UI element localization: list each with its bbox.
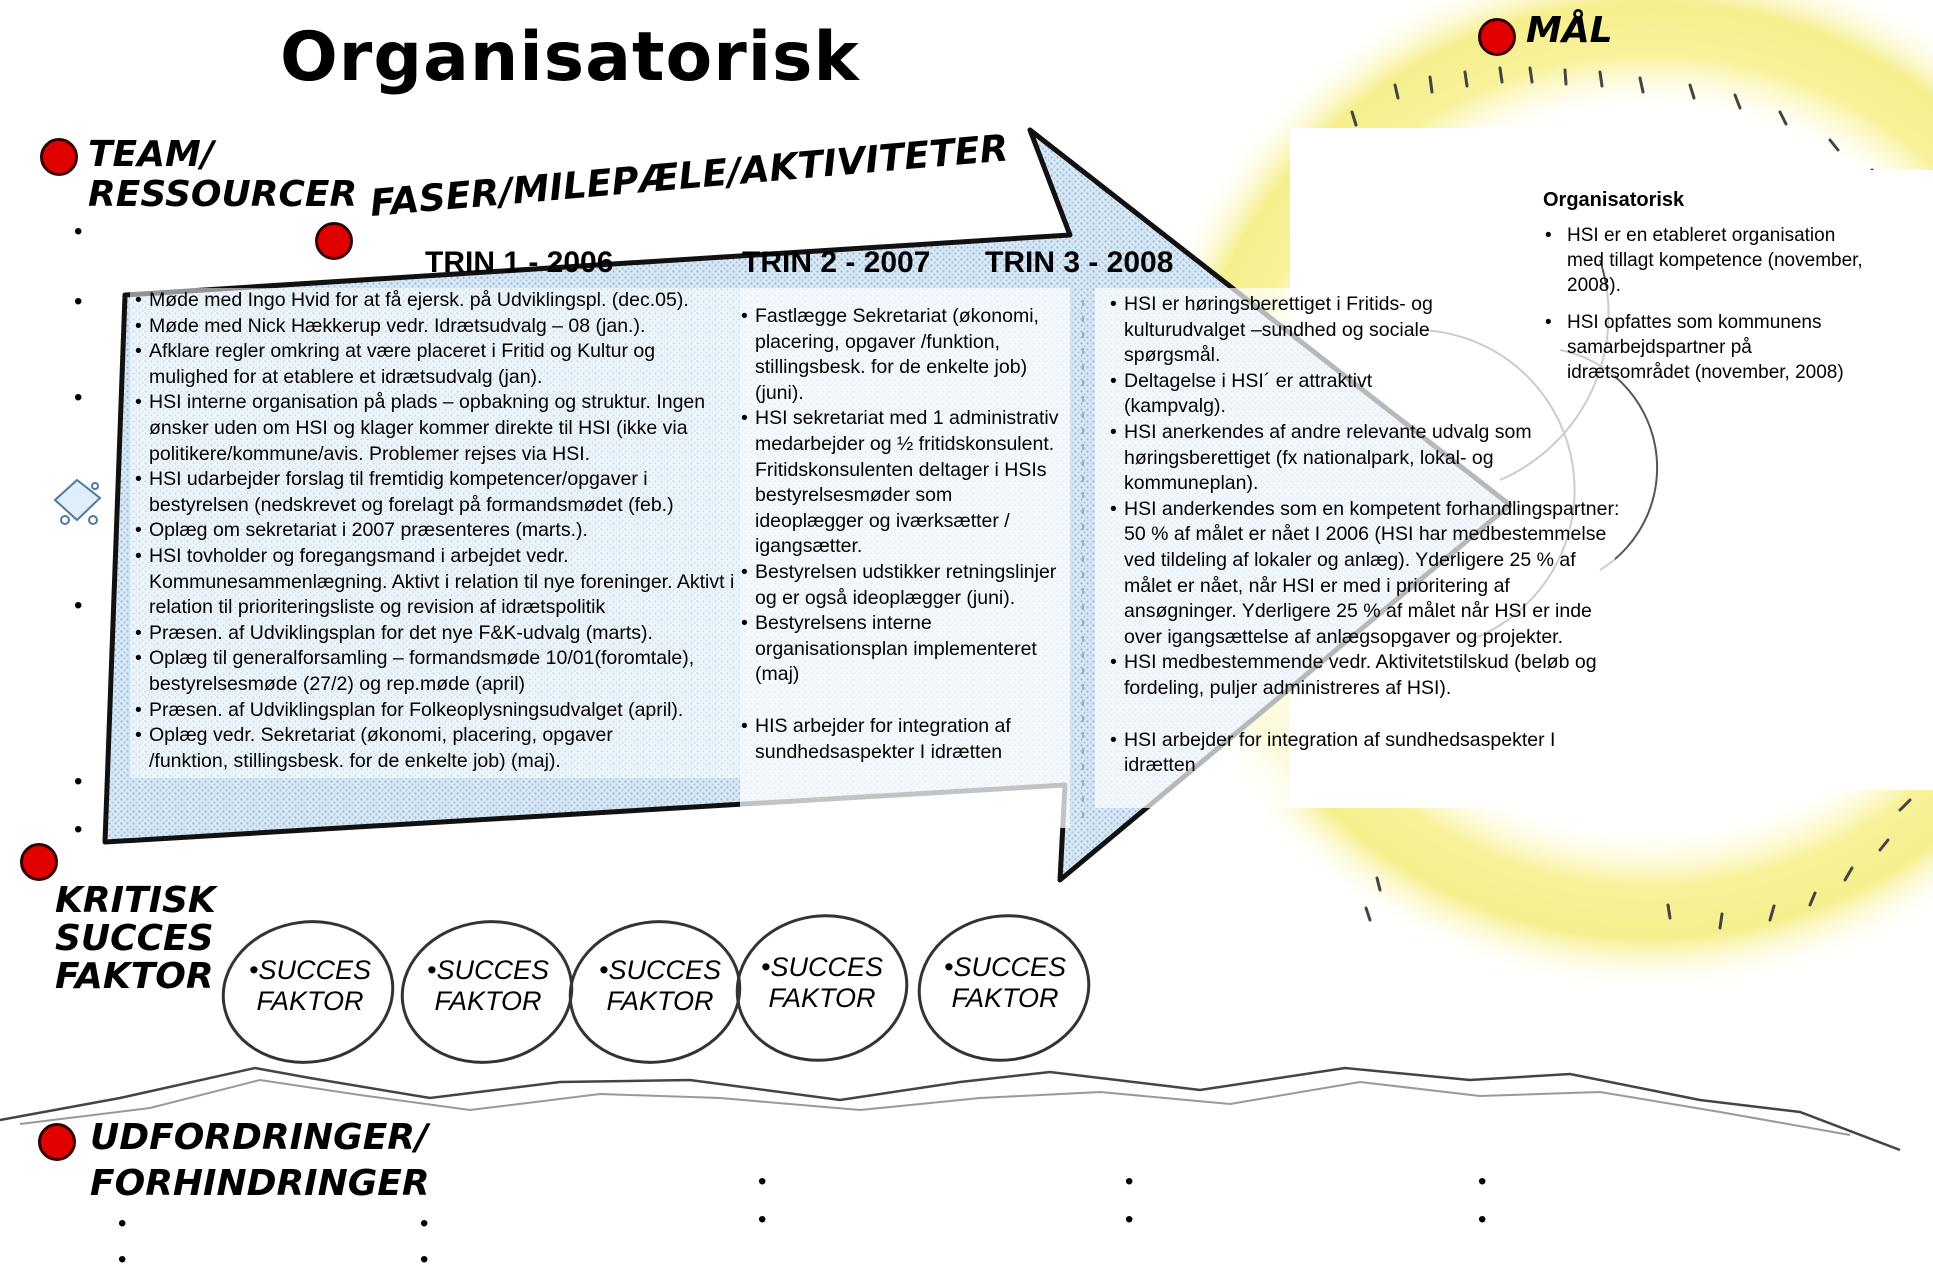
succes-faktor-4: •SUCCES FAKTOR (752, 952, 892, 1014)
trin-3-item: HSI er høringsberettiget i Fritids- og k… (1110, 292, 1464, 369)
maal-label: MÅL (1526, 10, 1613, 51)
team-bullet: • (74, 592, 83, 619)
sf-line2: FAKTOR (768, 983, 876, 1013)
sf-bullet: • (599, 955, 609, 985)
trin-1-header: TRIN 1 - 2006 (425, 246, 614, 279)
team-bullet: • (74, 288, 83, 315)
udfordring-bullet: • (420, 1210, 429, 1237)
sf-bullet: • (944, 952, 954, 982)
succes-faktor-5: •SUCCES FAKTOR (935, 952, 1075, 1014)
sf-line1: SUCCES (770, 952, 883, 982)
trin-3-column: HSI er høringsberettiget i Fritids- og k… (1110, 292, 1620, 779)
team-bullet: • (74, 816, 83, 843)
trin-3-header: TRIN 3 - 2008 (985, 246, 1174, 279)
trin-2-item: HSI sekretariat med 1 administrativ meda… (741, 406, 1061, 560)
trin-2-item: Fastlægge Sekretariat (økonomi, placerin… (741, 304, 1061, 406)
trin-1-item: Oplæg vedr. Sekretariat (økonomi, placer… (135, 723, 679, 774)
sf-line2: FAKTOR (606, 986, 714, 1016)
trin-3-item: HSI medbestemmende vedr. Aktivitetstilsk… (1110, 650, 1624, 701)
sf-line2: FAKTOR (256, 986, 364, 1016)
mountain-ridge (0, 1066, 1901, 1152)
trin-1-item: Møde med Nick Hækkerup vedr. Idrætsudval… (135, 314, 755, 340)
maal-dot-icon (1478, 18, 1516, 56)
sf-bullet: • (761, 952, 771, 982)
succes-faktor-3: •SUCCES FAKTOR (590, 955, 730, 1017)
goal-heading: Organisatorisk (1543, 189, 1685, 211)
sf-line1: SUCCES (953, 952, 1066, 982)
kritisk-dot-icon (20, 843, 58, 881)
page-title: Organisatorisk (280, 18, 860, 97)
clip-icon (53, 478, 102, 525)
succes-faktor-ellipses (221, 914, 1091, 1064)
trin-3-item: HSI anerkendes af andre relevante udvalg… (1110, 420, 1554, 497)
udfordring-bullet: • (118, 1246, 127, 1273)
trin-2-item: Bestyrelsen udstikker retningslinjer og … (741, 560, 1061, 611)
team-bullet: • (74, 768, 83, 795)
udfordringer-dot-icon (38, 1123, 76, 1161)
sf-line2: FAKTOR (951, 983, 1059, 1013)
trin-1-item: HSI udarbejder forslag til fremtidig kom… (135, 467, 739, 518)
udfordring-bullet: • (420, 1246, 429, 1273)
trin-2-header: TRIN 2 - 2007 (742, 246, 931, 279)
sf-line1: SUCCES (608, 955, 721, 985)
goal-item: HSI er en etableret organisation med til… (1543, 223, 1873, 298)
trin-3-item: Deltagelse i HSI´ er attraktivt (kampval… (1110, 369, 1444, 420)
udfordring-bullet: • (758, 1168, 767, 1195)
trin-1-column: Møde med Ingo Hvid for at få ejersk. på … (135, 288, 755, 774)
kritisk-succes-faktor-label: KRITISK SUCCES FAKTOR (55, 880, 216, 997)
team-ressourcer-label: TEAM/ RESSOURCER (88, 134, 358, 215)
sf-line2: FAKTOR (434, 986, 542, 1016)
udfordring-bullet: • (1478, 1206, 1487, 1233)
team-bullet: • (74, 384, 83, 411)
trin-1-item: Præsen. af Udviklingsplan for Folkeoplys… (135, 698, 755, 724)
trin-3-item: HSI arbejder for integration af sundheds… (1110, 728, 1624, 779)
trin-3-item: HSI anderkendes som en kompetent forhand… (1110, 497, 1624, 651)
sf-line1: SUCCES (258, 955, 371, 985)
trin-1-item: HSI interne organisation på plads – opba… (135, 390, 739, 467)
goal-item: HSI opfattes som kommunens samarbejdspar… (1543, 310, 1873, 385)
udfordring-bullet: • (118, 1210, 127, 1237)
sf-bullet: • (249, 955, 259, 985)
udfordring-bullet: • (1478, 1168, 1487, 1195)
udfordring-bullet: • (1125, 1206, 1134, 1233)
trin-2-item: HIS arbejder for integration af sundheds… (741, 714, 1061, 765)
trin-1-item: Oplæg til generalforsamling – formandsmø… (135, 646, 749, 697)
trin-1-item: Oplæg om sekretariat i 2007 præsenteres … (135, 518, 755, 544)
goal-box: Organisatorisk HSI er en etableret organ… (1543, 188, 1873, 397)
team-bullet: • (74, 218, 83, 245)
succes-faktor-1: •SUCCES FAKTOR (240, 955, 380, 1017)
trin-1-item: Afklare regler omkring at være placeret … (135, 339, 709, 390)
udfordring-bullet: • (758, 1206, 767, 1233)
sf-line1: SUCCES (436, 955, 549, 985)
sf-bullet: • (427, 955, 437, 985)
trin-2-column: Fastlægge Sekretariat (økonomi, placerin… (741, 304, 1061, 765)
trin-1-item: Præsen. af Udviklingsplan for det nye F&… (135, 621, 755, 647)
succes-faktor-2: •SUCCES FAKTOR (418, 955, 558, 1017)
trin-2-item: Bestyrelsens interne organisationsplan i… (741, 611, 1061, 688)
team-dot-icon (40, 138, 78, 176)
udfordringer-label: UDFORDRINGER/ FORHINDRINGER (90, 1117, 430, 1204)
trin-1-item: Møde med Ingo Hvid for at få ejersk. på … (135, 288, 755, 314)
udfordring-bullet: • (1125, 1168, 1134, 1195)
trin-1-item: HSI tovholder og foregangsmand i arbejde… (135, 544, 749, 621)
faser-dot-icon (315, 222, 353, 260)
